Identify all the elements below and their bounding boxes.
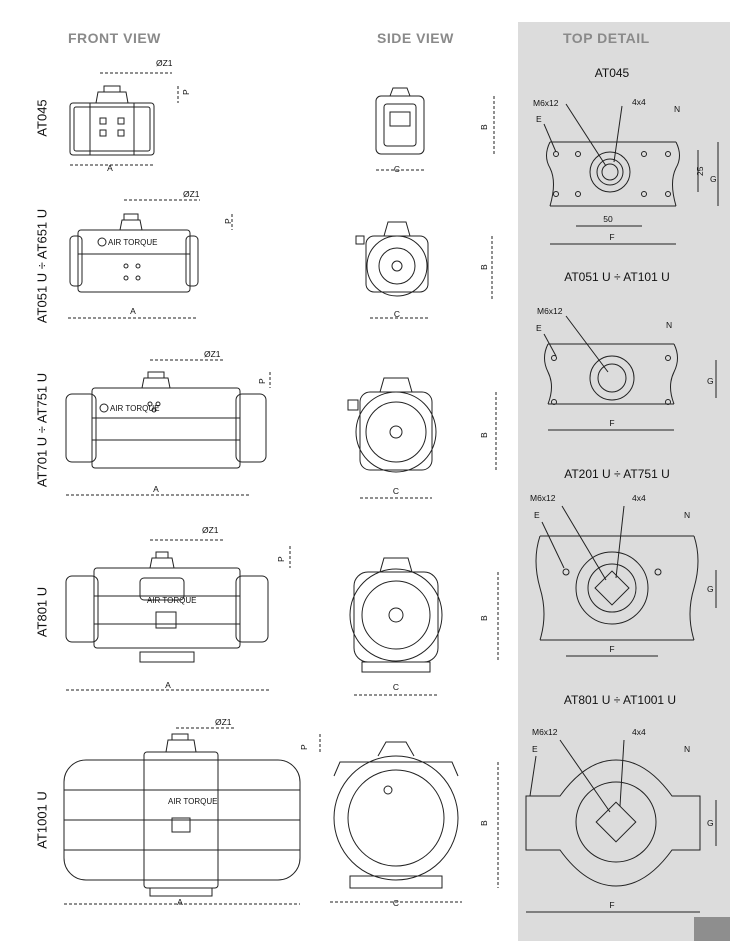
page-corner-mark: [694, 917, 730, 941]
dim-z1-at801: ØZ1: [202, 525, 219, 535]
side-view-header: SIDE VIEW: [377, 30, 454, 46]
label-g-at801: G: [707, 818, 714, 828]
dim-a-at801: A: [165, 680, 171, 690]
callout-square-at045: 4x4: [632, 97, 646, 107]
label-g-at201: G: [707, 584, 714, 594]
label-n-at801: N: [684, 744, 690, 754]
side-view-at051: [355, 221, 493, 319]
label-g-at045: G: [710, 174, 717, 184]
dim-c-at045: C: [394, 164, 400, 174]
label-e-at201: E: [534, 510, 540, 520]
side-view-at701: [347, 377, 497, 499]
label-n-at045: N: [674, 104, 680, 114]
dim-b-at045: B: [479, 124, 489, 130]
detail-title-at801-at1001: AT801 U ÷ AT1001 U: [563, 693, 677, 707]
top-detail-drawing-at051: [543, 315, 717, 431]
dim-b-at051: B: [479, 264, 489, 270]
dim-a-at1001: A: [177, 897, 183, 907]
front-view-header: FRONT VIEW: [68, 30, 161, 46]
dim-a-at051: A: [130, 306, 136, 316]
label-e-at045: E: [536, 114, 542, 124]
dim-a-at701: A: [153, 484, 159, 494]
dim-c-at051: C: [394, 309, 400, 319]
dim-p-at045: P: [181, 89, 191, 95]
callout-bolt-at801: M6x12: [532, 727, 558, 737]
brand-plate-at1001: AIR TORQUE: [168, 797, 218, 806]
dim-z1-at045: ØZ1: [156, 58, 173, 68]
brand-plate-at701: AIR TORQUE: [110, 404, 160, 413]
side-view-at1001: [330, 741, 499, 903]
label-f-at051: F: [609, 418, 614, 428]
label-e-at801: E: [532, 744, 538, 754]
top-detail-header: TOP DETAIL: [563, 30, 650, 46]
callout-bolt-at201: M6x12: [530, 493, 556, 503]
front-view-at701: [65, 359, 271, 496]
dim-b-at1001: B: [479, 820, 489, 826]
dim-a-at045: A: [107, 163, 113, 173]
callout-square-at201: 4x4: [632, 493, 646, 503]
detail-title-at201-at751: AT201 U ÷ AT751 U: [564, 467, 670, 481]
label-n-at201: N: [684, 510, 690, 520]
callout-bolt-at051: M6x12: [537, 306, 563, 316]
top-detail-panel: [518, 22, 730, 941]
dim-p-at701: P: [257, 378, 267, 384]
top-detail-drawing-at801: [525, 739, 717, 913]
dim-z1-at051: ØZ1: [183, 189, 200, 199]
label-f-at801: F: [609, 900, 614, 910]
dim-25-at045: 25: [695, 166, 705, 176]
label-n-at051: N: [666, 320, 672, 330]
dim-b-at801: B: [479, 615, 489, 621]
brand-plate-at801: AIR TORQUE: [147, 596, 197, 605]
detail-title-at051-at101: AT051 U ÷ AT101 U: [564, 270, 670, 284]
front-view-at1001: [63, 727, 321, 905]
detail-title-at045: AT045: [594, 66, 630, 80]
callout-square-at801: 4x4: [632, 727, 646, 737]
label-g-at051: G: [707, 376, 714, 386]
callout-bolt-at045: M6x12: [533, 98, 559, 108]
dim-z1-at1001: ØZ1: [215, 717, 232, 727]
top-detail-drawing-at045: [543, 103, 719, 245]
side-view-at801: [349, 557, 499, 696]
label-f-at201: F: [609, 644, 614, 654]
top-detail-drawing-at201: [535, 505, 717, 657]
label-e-at051: E: [536, 323, 542, 333]
side-view-at045: [375, 87, 495, 171]
dim-p-at1001: P: [299, 744, 309, 750]
dim-c-at1001: C: [393, 898, 399, 908]
dim-p-at801: P: [276, 556, 286, 562]
dim-c-at801: C: [393, 682, 399, 692]
dim-50-at045: 50: [603, 214, 613, 224]
front-view-at051: [68, 199, 233, 319]
front-view-at801: [65, 539, 291, 691]
brand-plate-at051: AIR TORQUE: [108, 238, 158, 247]
front-view-at045: [69, 72, 179, 166]
dim-b-at701: B: [479, 432, 489, 438]
label-f-at045: F: [609, 232, 614, 242]
dim-p-at051: P: [223, 218, 233, 224]
dim-z1-at701: ØZ1: [204, 349, 221, 359]
dim-c-at701: C: [393, 486, 399, 496]
